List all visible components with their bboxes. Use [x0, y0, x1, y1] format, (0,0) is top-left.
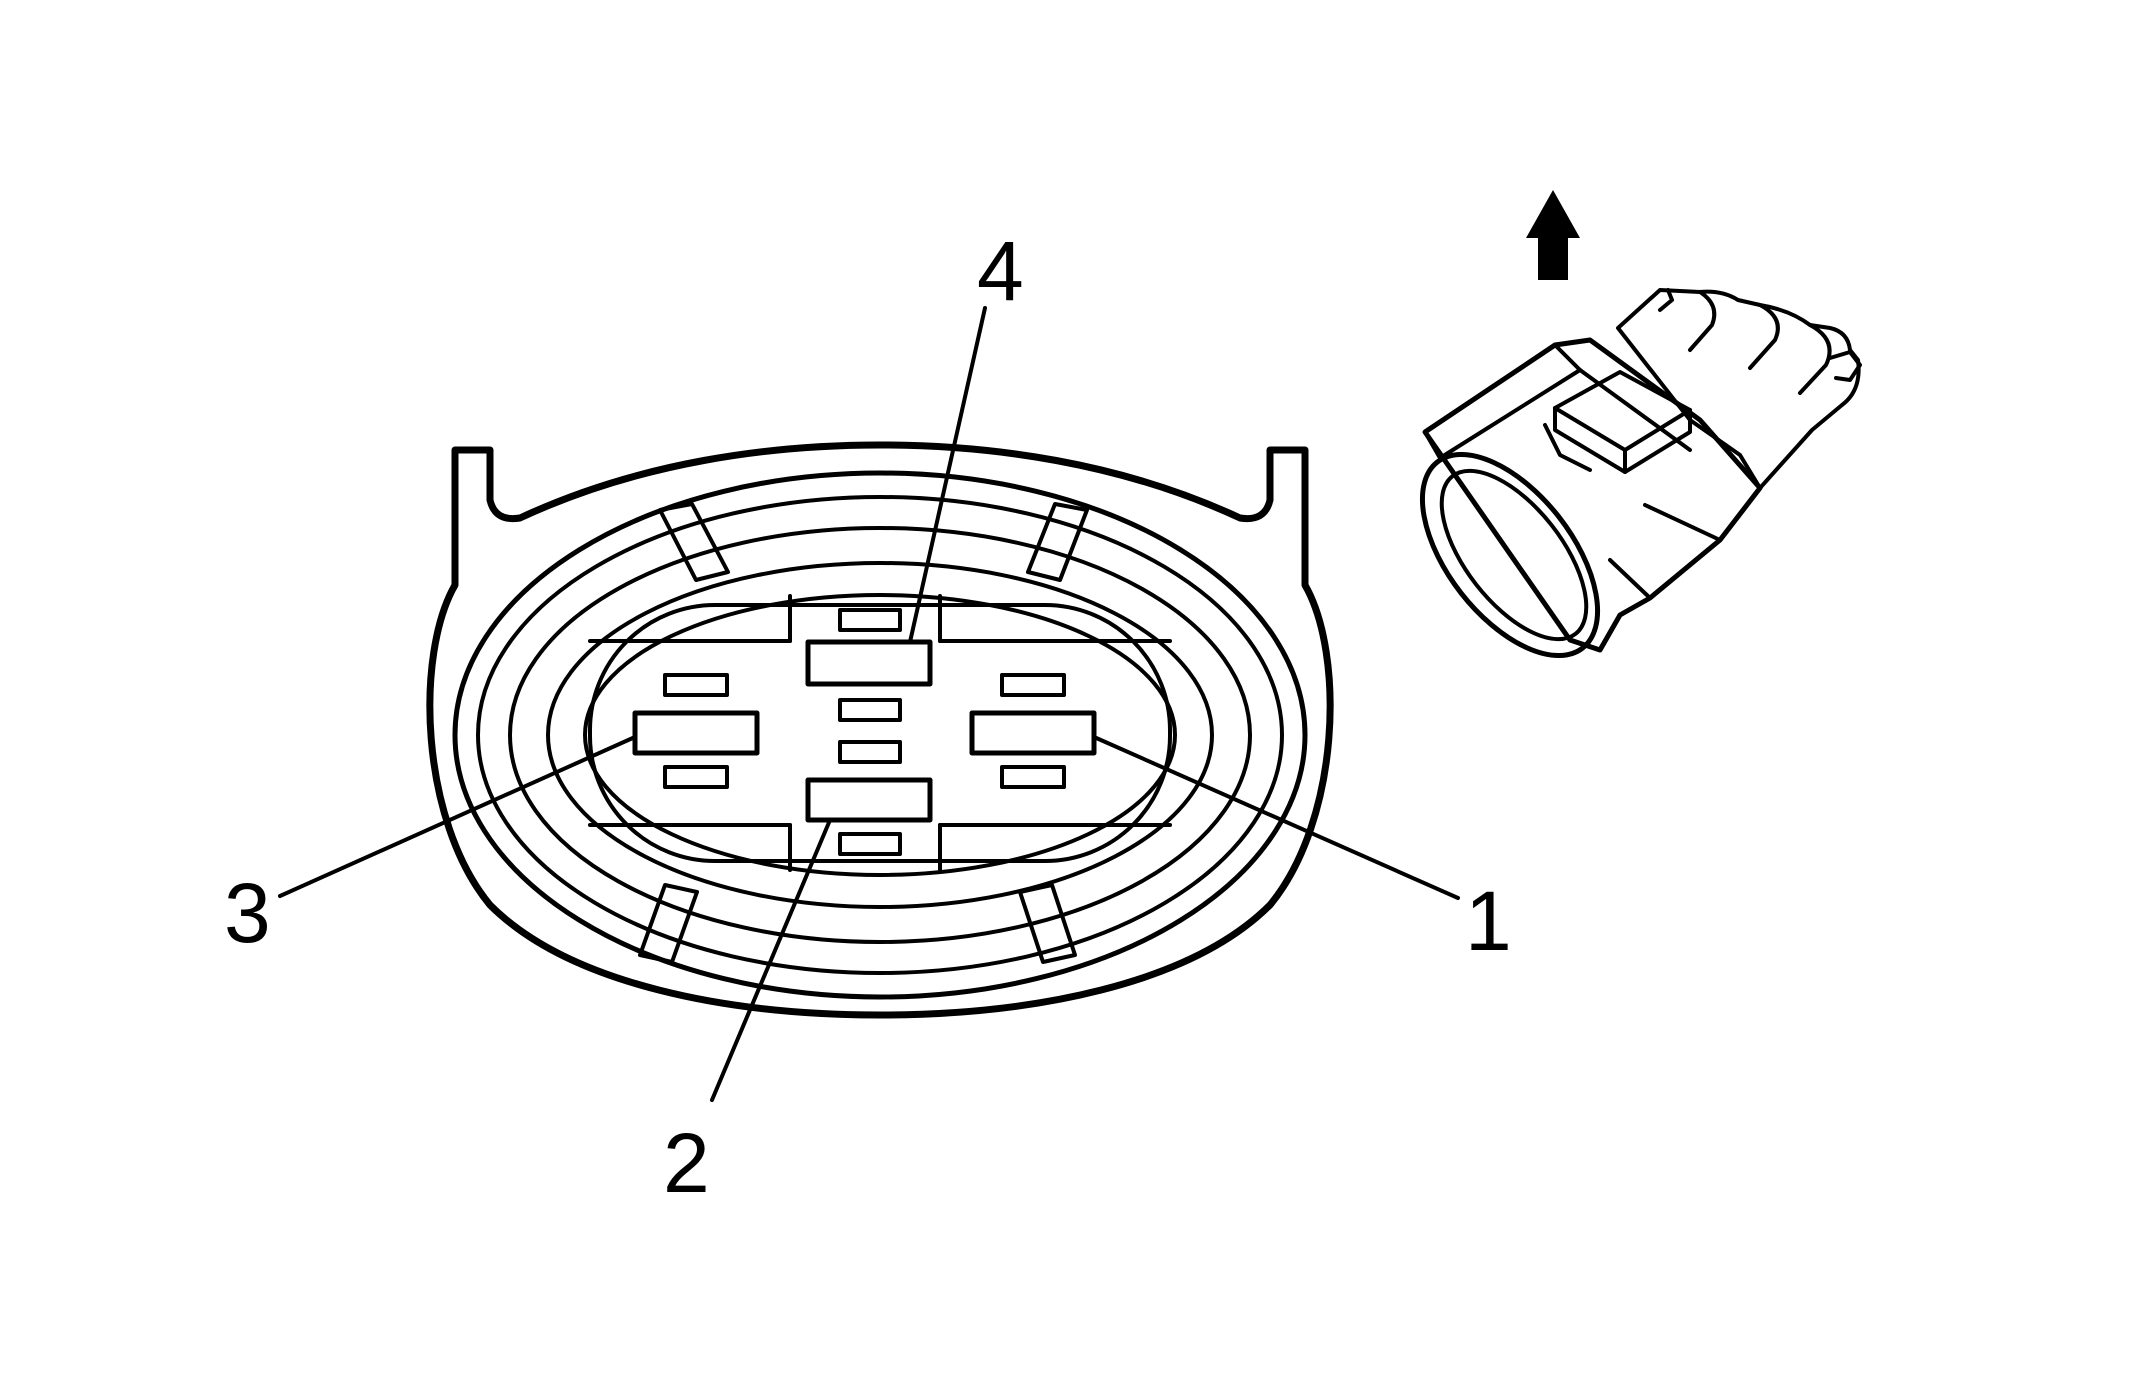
terminal-2: [805, 777, 933, 823]
terminal-cavity: [588, 603, 1172, 863]
pin-1-leader: [1092, 735, 1460, 900]
seal-ring-2: [476, 495, 1284, 975]
seal-ring-1: [452, 470, 1308, 1000]
seal-rib: [1018, 883, 1077, 964]
connector-rear-body: [1616, 288, 1861, 490]
terminal-3: [632, 710, 760, 756]
connector-shroud-edge: [1608, 503, 1722, 600]
connector-lock-retainer: [1553, 370, 1692, 452]
locating-slot: [838, 740, 902, 764]
seal-rib: [658, 502, 730, 582]
connector-mating-face-inner: [1439, 468, 1589, 642]
seal-ring-3: [508, 526, 1252, 944]
locating-slot: [838, 698, 902, 722]
connector-wire-exit: [1658, 288, 1674, 312]
terminal-4: [805, 639, 933, 687]
locating-slot: [1000, 673, 1066, 697]
connector-wire-exit: [1748, 303, 1780, 370]
pin-label-3: 3: [224, 866, 271, 960]
connector-housing-outline: [426, 441, 1334, 1019]
locating-slot: [663, 765, 729, 789]
locating-slot: [838, 608, 902, 632]
pin-4-leader: [908, 306, 987, 644]
connector-isometric-view: [1419, 288, 1862, 659]
pin-label-1: 1: [1465, 874, 1512, 968]
pin-3-leader: [278, 735, 637, 898]
pin-2-leader: [710, 818, 832, 1102]
terminal-1: [969, 710, 1097, 756]
connector-lock-detail: [1543, 423, 1592, 472]
connector-wire-exit: [1688, 290, 1717, 352]
connector-wire-exit: [1798, 323, 1832, 395]
seal-ring-4: [546, 561, 1214, 909]
pin-label-2: 2: [663, 1116, 710, 1210]
locating-slot: [1000, 765, 1066, 789]
connector-latch-tab: [1828, 350, 1862, 382]
seal-rib: [1026, 502, 1089, 582]
leader-lines: [278, 306, 1460, 1102]
seal-rib: [638, 883, 699, 964]
pin-label-4: 4: [977, 224, 1024, 318]
connector-shroud-edge: [1423, 343, 1582, 460]
locating-slot: [838, 832, 902, 856]
seal-ring-5: [583, 593, 1177, 877]
connector-shroud-edge: [1578, 368, 1692, 452]
connector-mating-face: [1419, 451, 1601, 659]
pin-labels: 1 2 3 4: [224, 224, 1512, 1210]
connector-face: [426, 441, 1334, 1019]
up-arrow-icon: [1526, 190, 1580, 280]
locating-slot: [663, 673, 729, 697]
